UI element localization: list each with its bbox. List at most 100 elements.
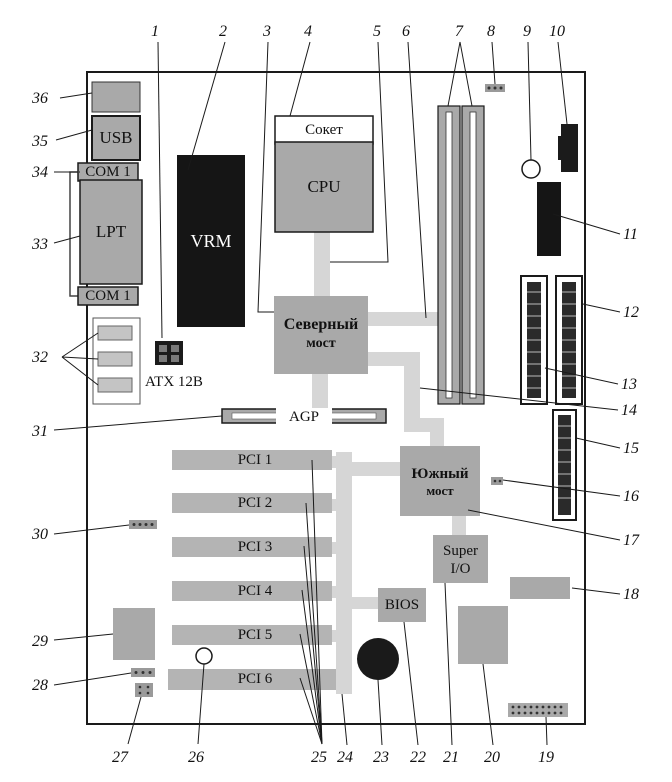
callout-15: 15 xyxy=(623,440,639,457)
callout-22: 22 xyxy=(410,749,426,766)
header-19 xyxy=(508,703,568,717)
block-18 xyxy=(510,577,570,599)
pci-slot-6 xyxy=(168,669,336,690)
cpu-label: CPU xyxy=(307,177,341,196)
port-36 xyxy=(91,81,141,113)
pci-slot-2-label: PCI 2 xyxy=(237,494,273,511)
lpt-bracket xyxy=(69,171,80,297)
header-27 xyxy=(135,683,153,697)
battery xyxy=(357,638,399,680)
pci-slot-5-label: PCI 5 xyxy=(237,626,273,643)
socket-label: Сокет xyxy=(305,121,343,138)
bus-to-bios xyxy=(352,597,378,609)
chip-29 xyxy=(113,608,155,660)
agp-label: AGP xyxy=(276,408,332,426)
callout-12: 12 xyxy=(623,304,639,321)
callout-23: 23 xyxy=(373,749,389,766)
callout-9: 9 xyxy=(523,23,531,40)
callout-30: 30 xyxy=(32,526,48,543)
bus-to-south xyxy=(352,462,400,476)
vrm-label: VRM xyxy=(190,230,232,251)
callout-36: 36 xyxy=(32,90,48,107)
northbridge-label-1: Северный xyxy=(283,316,359,333)
bus-pci-vertical xyxy=(336,452,352,694)
memory-slots xyxy=(437,105,485,405)
callout-26: 26 xyxy=(188,749,204,766)
circle-9 xyxy=(521,159,541,179)
callout-8: 8 xyxy=(487,23,495,40)
callout-13: 13 xyxy=(621,376,637,393)
vrm-block xyxy=(177,155,245,327)
callout-1: 1 xyxy=(151,23,159,40)
jumper-16 xyxy=(491,477,503,485)
com1-bottom-port xyxy=(77,286,139,306)
connector-10 xyxy=(558,124,578,172)
audio-jack-3 xyxy=(97,377,133,393)
circle-26 xyxy=(195,647,213,665)
audio-jack-2 xyxy=(97,351,133,367)
bus-north-south xyxy=(368,352,444,446)
callout-25: 25 xyxy=(311,749,327,766)
pci-slot-4-label: PCI 4 xyxy=(237,582,273,599)
callout-29: 29 xyxy=(32,633,48,650)
callout-28: 28 xyxy=(32,677,48,694)
super-io xyxy=(433,535,488,583)
callout-14: 14 xyxy=(621,402,637,419)
pci-slot-2 xyxy=(172,493,332,513)
pci-slot-3 xyxy=(172,537,332,557)
southbridge-label-2: мост xyxy=(426,483,454,498)
pci-slot-3-label: PCI 3 xyxy=(237,538,273,555)
northbridge xyxy=(274,296,368,374)
bus-north-agp xyxy=(312,372,328,412)
pci-slot-1 xyxy=(172,450,332,470)
chip-20 xyxy=(458,606,508,664)
atx12v-label: ATX 12В xyxy=(145,373,203,390)
callout-4: 4 xyxy=(304,23,312,40)
callout-20: 20 xyxy=(484,749,500,766)
bus-cpu-north xyxy=(314,230,330,300)
pci-slot-6-label: PCI 6 xyxy=(237,671,273,687)
callout-10: 10 xyxy=(549,23,565,40)
callout-31: 31 xyxy=(32,423,48,440)
callout-18: 18 xyxy=(623,586,639,603)
bios-chip xyxy=(378,588,426,622)
callout-7: 7 xyxy=(455,23,463,40)
pci-slot-4 xyxy=(172,581,332,601)
southbridge-label-1: Южный xyxy=(411,465,469,482)
callout-32: 32 xyxy=(32,349,48,366)
bus-south-superio xyxy=(452,515,466,537)
audio-jack-1 xyxy=(97,325,133,341)
usb-port xyxy=(91,115,141,161)
pci-slots xyxy=(168,450,336,690)
header-30 xyxy=(129,520,157,529)
usb-label: USB xyxy=(99,128,133,147)
superio-label-2: I/O xyxy=(450,560,471,577)
com1-top-label: COM 1 xyxy=(85,163,131,180)
bus-north-memory xyxy=(366,312,440,326)
callout-21: 21 xyxy=(443,749,459,766)
atx12v-pins xyxy=(159,345,179,362)
bios-label: BIOS xyxy=(384,596,420,613)
callout-3: 3 xyxy=(263,23,271,40)
callout-35: 35 xyxy=(32,133,48,150)
socket xyxy=(274,115,374,145)
southbridge xyxy=(400,446,480,516)
pci-slot-1-label: PCI 1 xyxy=(237,451,273,468)
callout-2: 2 xyxy=(219,23,227,40)
pci-slot-5 xyxy=(172,625,332,645)
callout-19: 19 xyxy=(538,749,554,766)
callout-17: 17 xyxy=(623,532,639,549)
connector-11 xyxy=(537,182,561,256)
superio-label-1: Super xyxy=(443,542,478,559)
callout-24: 24 xyxy=(337,749,353,766)
callout-5: 5 xyxy=(373,23,381,40)
callout-11: 11 xyxy=(623,226,638,243)
callout-33: 33 xyxy=(32,236,48,253)
callout-27: 27 xyxy=(112,749,128,766)
lpt-port xyxy=(79,179,143,285)
cpu xyxy=(274,141,374,233)
lpt-label: LPT xyxy=(95,222,127,241)
com1-bottom-label: COM 1 xyxy=(85,287,131,304)
